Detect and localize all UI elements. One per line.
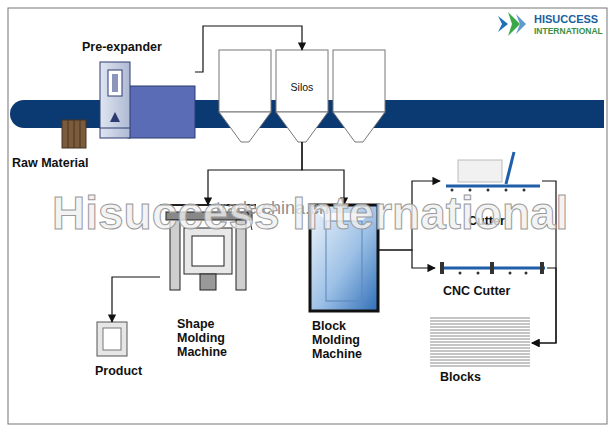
pre-expander-machine	[100, 62, 195, 138]
node-label: Silos	[276, 80, 328, 94]
machine-node: Pre-expander	[100, 62, 195, 138]
product-icon	[97, 322, 127, 356]
silos	[219, 50, 385, 142]
node-label: Raw Material	[12, 156, 88, 170]
material-node: Raw Material	[62, 120, 86, 148]
node-label: Shape Molding Machine	[177, 317, 241, 359]
logo-text: HISUCCESS	[534, 13, 598, 25]
cnc-cutter-machine	[440, 262, 545, 275]
flow-connector	[378, 250, 435, 268]
node-label: Product	[95, 364, 142, 378]
node-label: Block Molding Machine	[312, 319, 376, 361]
machine-node: CNC Cutter	[435, 258, 547, 278]
watermark: Hisuccess International	[52, 186, 568, 240]
raw-material-crate	[62, 120, 86, 148]
node-label: Blocks	[440, 370, 481, 384]
node-label: Pre-expander	[82, 40, 162, 54]
product-node: Blocks	[430, 318, 532, 368]
silo-node: Silos	[218, 50, 386, 142]
node-label: CNC Cutter	[443, 284, 510, 298]
flow-connector	[532, 268, 556, 343]
logo-icon	[498, 12, 526, 36]
flow-connector	[112, 277, 160, 322]
product-node: Product	[97, 322, 127, 356]
logo-text: INTERNATIONAL	[534, 26, 603, 36]
cutter-machine	[446, 152, 540, 192]
block-stack	[430, 318, 530, 366]
frame	[8, 8, 607, 424]
flow-connector	[195, 26, 302, 72]
